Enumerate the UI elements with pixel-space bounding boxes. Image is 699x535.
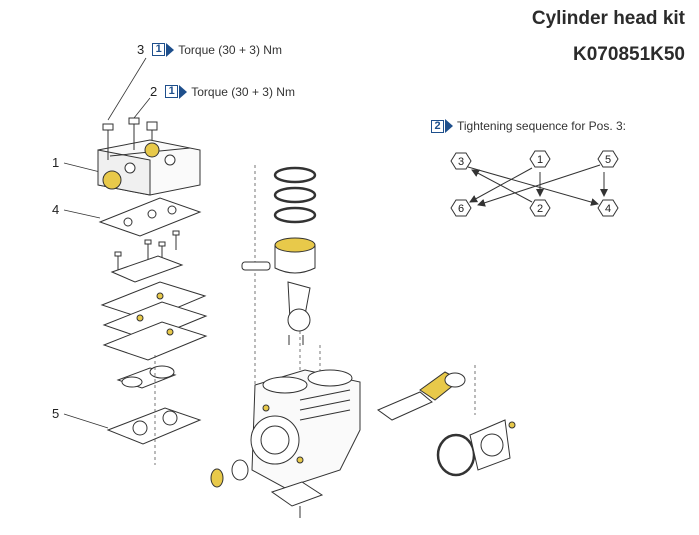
bottom-cover <box>270 481 324 518</box>
arrow-icon <box>445 119 453 133</box>
part-label-1: 1 <box>52 155 60 170</box>
cylinder-head <box>97 117 201 196</box>
piston-rings <box>273 166 317 224</box>
badge-icon: 1 <box>152 43 166 56</box>
callout-position: 3 <box>137 42 145 57</box>
svg-text:5: 5 <box>605 154 611 166</box>
sequence-node-1: 1 <box>529 150 551 168</box>
sequence-arrows <box>467 164 608 207</box>
connecting-rod <box>287 281 311 345</box>
bearings <box>210 459 249 488</box>
sequence-caption: 2 Tightening sequence for Pos. 3: <box>431 119 626 133</box>
sequence-node-5: 5 <box>597 150 619 168</box>
callout-pos-2: 2 1 Torque (30 + 3) Nm <box>150 84 295 99</box>
crankshaft <box>376 371 466 421</box>
arrow-icon <box>166 42 175 57</box>
valve-plate-stack <box>100 255 208 361</box>
gasket-part-4 <box>98 197 202 237</box>
page-title: Cylinder head kit <box>531 8 685 29</box>
callout-pos-3: 3 1 Torque (30 + 3) Nm <box>137 42 282 57</box>
crankcase <box>250 369 361 489</box>
sequence-node-3: 3 <box>450 152 472 170</box>
sequence-node-4: 4 <box>597 199 619 217</box>
sequence-text: Tightening sequence for Pos. 3: <box>457 119 626 133</box>
svg-text:4: 4 <box>605 203 611 215</box>
studs <box>114 230 180 275</box>
part-label-4: 4 <box>52 202 60 217</box>
svg-text:3: 3 <box>458 156 464 168</box>
callout-leaders <box>63 57 151 429</box>
reed-valves <box>116 365 177 389</box>
part-label-5: 5 <box>52 406 60 421</box>
svg-text:1: 1 <box>537 154 543 166</box>
svg-text:2: 2 <box>537 203 543 215</box>
sequence-node-2: 2 <box>529 199 551 217</box>
tightening-sequence-diagram: 3 1 5 6 2 4 <box>450 150 619 217</box>
callout-text: Torque (30 + 3) Nm <box>178 42 282 57</box>
piston <box>241 237 316 274</box>
callout-position: 2 <box>150 84 158 99</box>
gasket-part-5 <box>106 407 202 445</box>
badge-icon: 1 <box>165 85 179 98</box>
arrow-icon <box>179 84 188 99</box>
callout-text: Torque (30 + 3) Nm <box>191 84 295 99</box>
svg-text:6: 6 <box>458 203 464 215</box>
sequence-node-6: 6 <box>450 199 472 217</box>
part-number: K070851K50 <box>573 44 685 65</box>
badge-icon: 2 <box>431 119 444 133</box>
end-cover <box>436 419 516 477</box>
